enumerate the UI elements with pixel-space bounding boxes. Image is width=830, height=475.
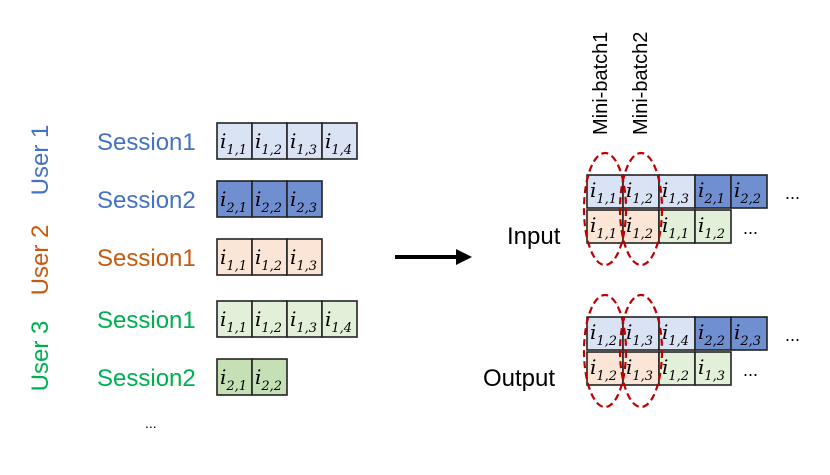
item-cell: i1,2 bbox=[622, 174, 660, 209]
item-cell: i1,2 bbox=[251, 122, 288, 160]
item-cell: i2,3 bbox=[286, 180, 323, 218]
item-cell: i1,3 bbox=[286, 122, 323, 160]
item-cell: i1,2 bbox=[251, 238, 288, 276]
user-label-1: User 1 bbox=[27, 125, 54, 196]
minibatch-ellipse bbox=[618, 151, 664, 267]
item-cell: i2,1 bbox=[216, 358, 253, 396]
item-cell: i2,3 bbox=[730, 316, 768, 351]
session-label: Session2 bbox=[97, 365, 196, 392]
session-label: Session1 bbox=[97, 129, 196, 156]
item-cell: i2,2 bbox=[694, 316, 732, 351]
item-cell: i1,2 bbox=[658, 351, 696, 386]
item-cell: i1,1 bbox=[216, 122, 253, 160]
item-cell: i2,2 bbox=[251, 358, 288, 396]
item-cell: i1,3 bbox=[622, 351, 660, 386]
row-ellipsis: ... bbox=[785, 183, 800, 203]
minibatch-ellipse bbox=[582, 293, 628, 409]
item-cell: i1,2 bbox=[586, 316, 624, 351]
item-cell: i1,3 bbox=[286, 300, 323, 338]
row-ellipsis: ... bbox=[743, 360, 758, 380]
item-cell: i1,4 bbox=[658, 316, 696, 351]
item-cell: i1,3 bbox=[694, 351, 732, 386]
item-cell: i1,3 bbox=[622, 316, 660, 351]
minibatch-ellipse bbox=[582, 151, 628, 267]
item-cell: i1,4 bbox=[321, 122, 358, 160]
item-cell: i1,3 bbox=[658, 174, 696, 209]
item-cell: i2,2 bbox=[251, 180, 288, 218]
session-label: Session1 bbox=[97, 245, 196, 272]
item-cell: i1,1 bbox=[586, 209, 624, 244]
item-cell: i1,2 bbox=[694, 209, 732, 244]
item-cell: i1,3 bbox=[286, 238, 323, 276]
item-cell: i1,2 bbox=[622, 209, 660, 244]
item-cell: i1,1 bbox=[216, 238, 253, 276]
minibatch-label-2: Mini-batch2 bbox=[630, 32, 652, 135]
left-ellipsis: ... bbox=[145, 415, 157, 431]
transform-arrow bbox=[395, 249, 472, 265]
item-cell: i2,1 bbox=[694, 174, 732, 209]
minibatch-ellipse bbox=[618, 293, 664, 409]
session-label: Session2 bbox=[97, 187, 196, 214]
item-cell: i1,2 bbox=[251, 300, 288, 338]
group-label: Input bbox=[507, 223, 561, 250]
item-cell: i2,1 bbox=[216, 180, 253, 218]
row-ellipsis: ... bbox=[785, 325, 800, 345]
group-label: Output bbox=[483, 365, 555, 392]
item-cell: i1,4 bbox=[321, 300, 358, 338]
session-label: Session1 bbox=[97, 307, 196, 334]
row-ellipsis: ... bbox=[743, 218, 758, 238]
item-cell: i1,2 bbox=[586, 351, 624, 386]
minibatch-label-1: Mini-batch1 bbox=[590, 32, 612, 135]
user-label-3: User 3 bbox=[27, 321, 54, 392]
user-label-2: User 2 bbox=[27, 225, 54, 296]
item-cell: i2,2 bbox=[730, 174, 768, 209]
item-cell: i1,1 bbox=[658, 209, 696, 244]
item-cell: i1,1 bbox=[586, 174, 624, 209]
item-cell: i1,1 bbox=[216, 300, 253, 338]
